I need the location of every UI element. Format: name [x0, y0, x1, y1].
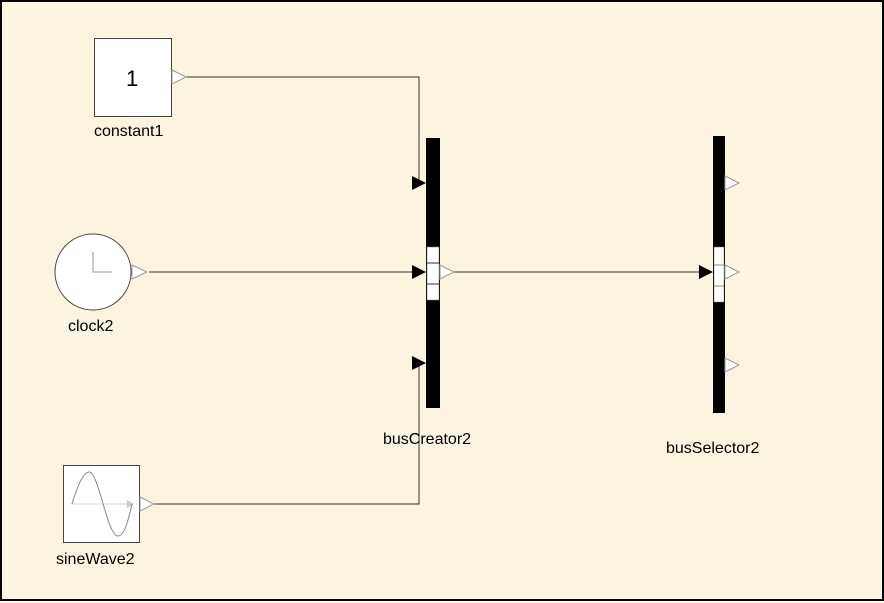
wire-sine-to-buscreator[interactable]	[154, 362, 420, 505]
bus-selector-block[interactable]	[699, 136, 741, 413]
constant-label: constant1	[94, 123, 164, 140]
constant-block[interactable]	[94, 38, 188, 117]
sine-wave-label: sineWave2	[56, 551, 135, 568]
bus-creator-input-port-3[interactable]	[412, 356, 426, 370]
clock-block[interactable]	[54, 233, 149, 311]
bus-creator-output-port[interactable]	[439, 264, 456, 280]
sine-wave-block[interactable]	[63, 465, 156, 543]
bus-creator-label: busCreator2	[383, 431, 472, 448]
sine-curve-icon	[71, 471, 133, 537]
constant-output-port[interactable]	[171, 69, 188, 85]
bus-selector-output-port-1[interactable]	[724, 175, 741, 191]
bus-selector-label: busSelector2	[666, 440, 760, 457]
clock-label: clock2	[68, 318, 114, 335]
sine-output-port[interactable]	[139, 496, 156, 512]
clock-output-port[interactable]	[131, 264, 149, 280]
bus-creator-block[interactable]	[412, 138, 456, 408]
bus-creator-input-port-1[interactable]	[412, 176, 426, 190]
wire-constant-to-buscreator[interactable]	[186, 76, 420, 184]
clock-hands-icon	[92, 252, 112, 273]
bus-creator-input-port-2[interactable]	[412, 265, 426, 279]
sine-axis-arrow-icon	[127, 500, 134, 508]
bus-selector-output-port-3[interactable]	[724, 357, 741, 373]
constant-value: 1	[126, 66, 139, 91]
bus-selector-output-port-2[interactable]	[724, 264, 741, 280]
bus-selector-input-port[interactable]	[699, 265, 713, 279]
